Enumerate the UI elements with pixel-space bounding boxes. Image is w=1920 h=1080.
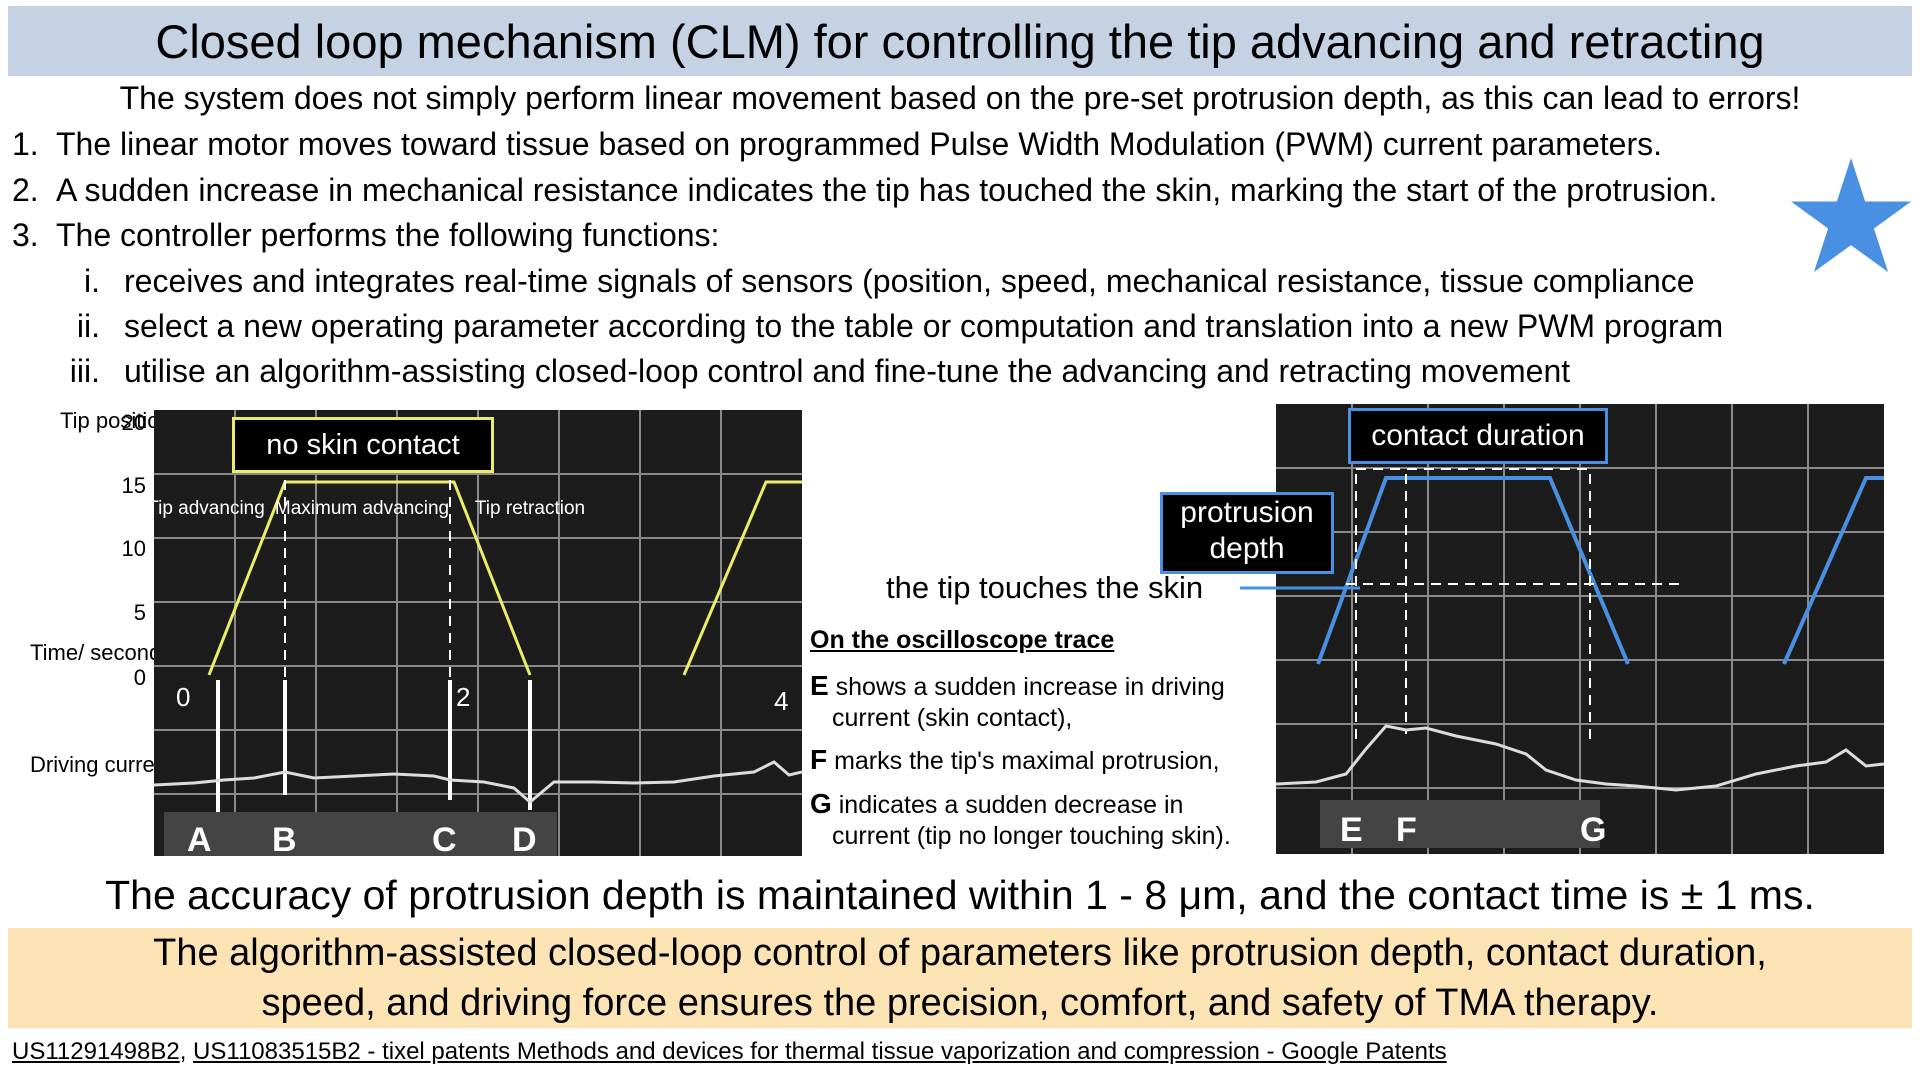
page-title: Closed loop mechanism (CLM) for controll… xyxy=(8,6,1912,76)
references: US11291498B2, US11083515B2 - tixel paten… xyxy=(12,1038,1447,1066)
y-tick-5: 5 xyxy=(133,600,146,625)
step-text: The controller performs the following fu… xyxy=(56,217,720,253)
caption-line: current (tip no longer touching skin). xyxy=(832,822,1231,850)
y-tick-20: 20 xyxy=(121,410,146,435)
caption-letter: F xyxy=(810,744,828,775)
time-tick-0: 0 xyxy=(176,682,190,712)
intro-text: The system does not simply perform linea… xyxy=(119,80,1801,116)
time-axis-label: Time/ second xyxy=(30,640,162,665)
caption-e: E shows a sudden increase in driving cur… xyxy=(810,670,1225,734)
step-1: 1. The linear motor moves toward tissue … xyxy=(0,126,1800,166)
step-2: 2. A sudden increase in mechanical resis… xyxy=(0,172,1800,212)
protrusion-depth-callout: protrusion depth xyxy=(1160,492,1334,574)
patent-link-2[interactable]: US11083515B2 - tixel patents Methods and… xyxy=(193,1038,1447,1065)
conclusion-box: The algorithm-assisted closed-loop contr… xyxy=(8,928,1912,1028)
marker-f: F xyxy=(1396,811,1417,849)
phase-tip-retraction: Tip retraction xyxy=(475,498,585,519)
substep-text: select a new operating parameter accordi… xyxy=(124,308,1724,344)
touch-pointer-line xyxy=(1240,586,1360,590)
caption-g: G indicates a sudden decrease in current… xyxy=(810,788,1231,852)
tip-touches-skin-label: the tip touches the skin xyxy=(886,570,1204,605)
marker-e: E xyxy=(1340,811,1363,849)
substep-ii: ii. select a new operating parameter acc… xyxy=(0,308,1800,348)
substep-i: i. receives and integrates real-time sig… xyxy=(0,263,1800,303)
y-tick-0: 0 xyxy=(133,665,146,690)
trace-caption-heading: On the oscilloscope trace xyxy=(810,626,1115,654)
phase-tip-advancing: Tip advancing xyxy=(154,498,265,519)
step-text: A sudden increase in mechanical resistan… xyxy=(56,172,1718,208)
substep-text: utilise an algorithm-assisting closed-lo… xyxy=(124,353,1571,389)
caption-line: indicates a sudden decrease in xyxy=(838,791,1184,819)
left-oscilloscope: A B C D 0 2 4 Tip advancing Maximum adva… xyxy=(154,410,802,856)
substep-number: i. xyxy=(84,263,100,299)
substep-iii: iii. utilise an algorithm-assisting clos… xyxy=(0,353,1800,393)
caption-letter: E xyxy=(810,670,829,701)
no-skin-contact-callout: no skin contact xyxy=(232,417,494,473)
star-icon xyxy=(1791,158,1911,272)
substep-text: receives and integrates real-time signal… xyxy=(124,263,1695,299)
conclusion-line-2: speed, and driving force ensures the pre… xyxy=(261,982,1659,1024)
conclusion-line-1: The algorithm-assisted closed-loop contr… xyxy=(153,932,1767,974)
patent-link-1[interactable]: US11291498B2 xyxy=(12,1038,180,1065)
time-tick-2: 2 xyxy=(456,682,470,712)
phase-label: Tip advancing xyxy=(154,498,265,519)
step-number: 1. xyxy=(12,126,39,162)
step-number: 3. xyxy=(12,217,39,253)
marker-c: C xyxy=(432,821,457,856)
caption-line: current (skin contact), xyxy=(832,704,1073,732)
substep-number: ii. xyxy=(76,308,100,344)
substep-number: iii. xyxy=(69,353,100,389)
accuracy-statement: The accuracy of protrusion depth is main… xyxy=(105,872,1815,918)
step-3: 3. The controller performs the following… xyxy=(0,217,1800,257)
marker-b: B xyxy=(272,821,297,856)
marker-a: A xyxy=(187,821,212,856)
contact-duration-callout: contact duration xyxy=(1348,408,1608,464)
phase-maximum-advancing: Maximum advancing xyxy=(275,498,449,519)
reference-separator: , xyxy=(179,1038,194,1065)
right-oscilloscope: E F G xyxy=(1276,404,1884,854)
step-number: 2. xyxy=(12,172,39,208)
caption-line: shows a sudden increase in driving xyxy=(835,673,1225,701)
current-axis-label: Driving current/ A xyxy=(30,752,199,777)
marker-d: D xyxy=(512,821,537,856)
time-tick-4: 4 xyxy=(774,686,788,716)
step-text: The linear motor moves toward tissue bas… xyxy=(56,126,1662,162)
caption-f: F marks the tip's maximal protrusion, xyxy=(810,744,1220,777)
y-tick-15: 15 xyxy=(121,473,146,498)
caption-letter: G xyxy=(810,788,832,819)
marker-g: G xyxy=(1580,811,1606,849)
caption-line: marks the tip's maximal protrusion, xyxy=(834,747,1220,775)
y-tick-10: 10 xyxy=(121,536,146,561)
